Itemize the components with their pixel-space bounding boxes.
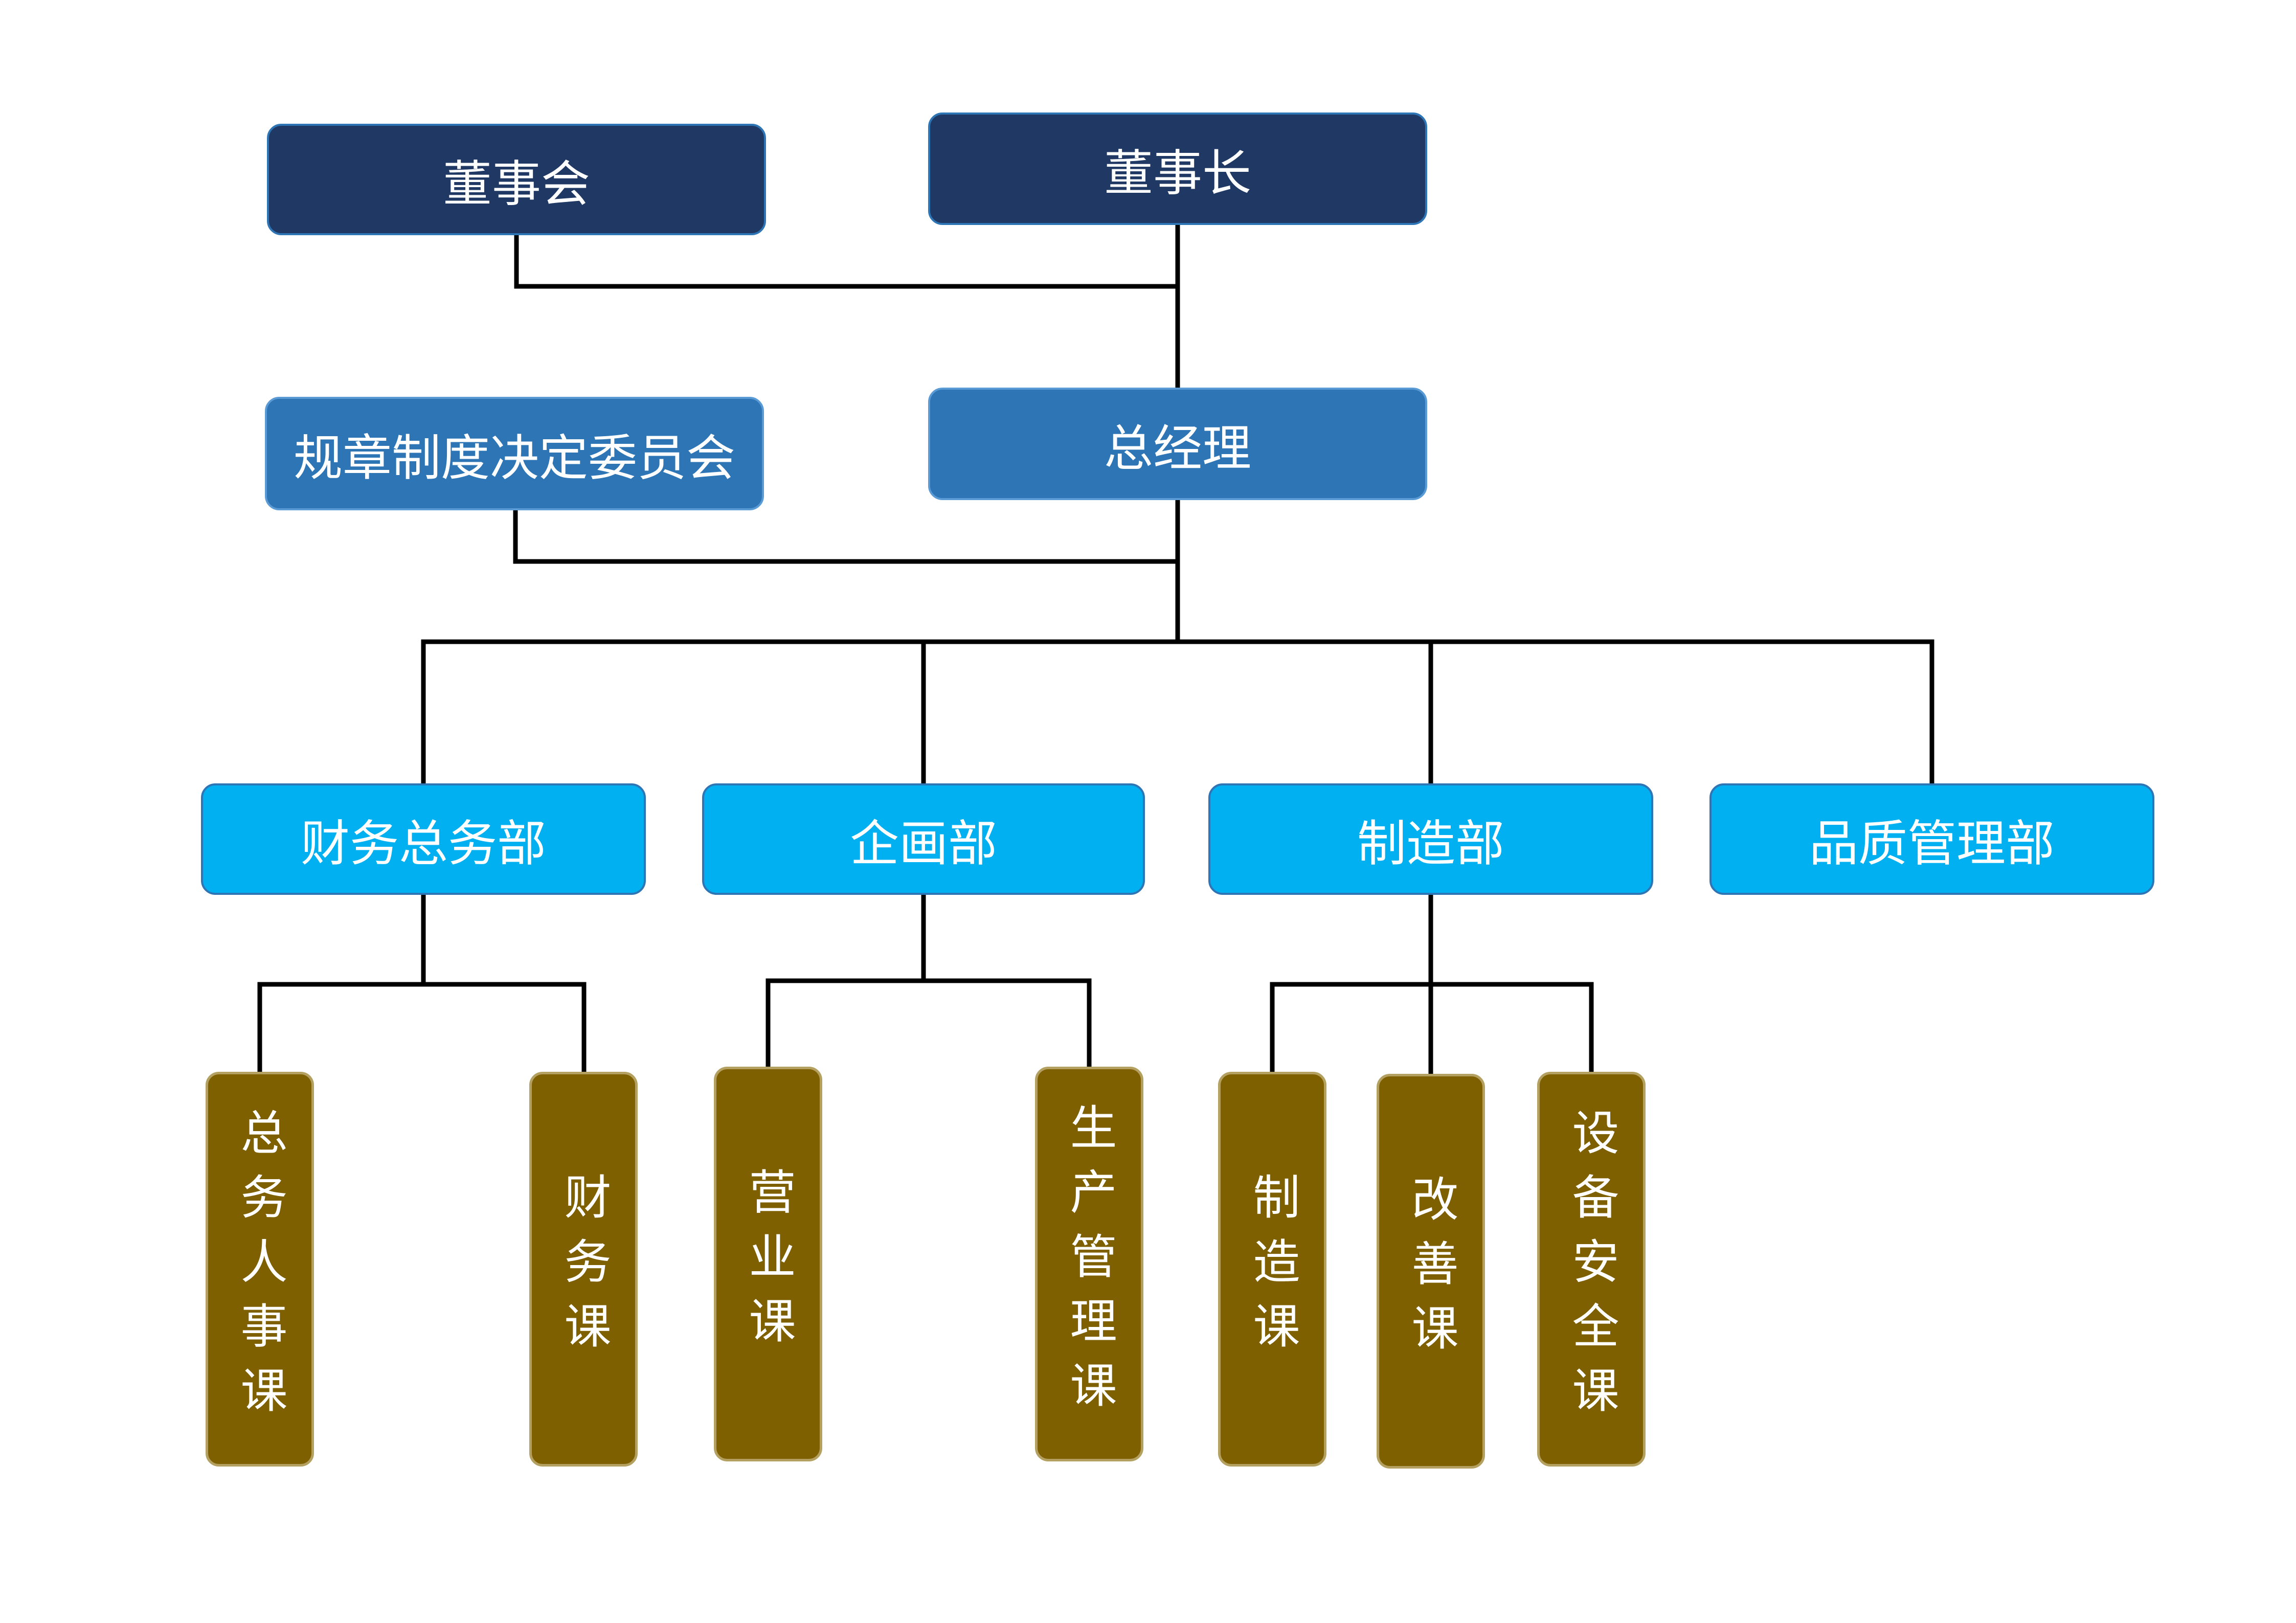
department-label: 品质管理部 <box>1809 815 2055 872</box>
section-general-hr[interactable]: 总务人事课 <box>206 1072 314 1467</box>
section-sales[interactable]: 营业课 <box>714 1067 822 1461</box>
section-production-mgmt[interactable]: 生产管理课 <box>1035 1067 1143 1461</box>
board-node[interactable]: 董事会 <box>267 124 766 235</box>
section-label: 营业课 <box>741 1167 796 1361</box>
rules-committee-node[interactable]: 规章制度决定委员会 <box>265 397 764 510</box>
section-label: 财务课 <box>556 1173 611 1366</box>
section-manufacturing[interactable]: 制造课 <box>1218 1072 1326 1467</box>
connector-manufacturing-sections <box>1270 892 1594 1075</box>
department-manufacturing[interactable]: 制造部 <box>1208 783 1653 895</box>
department-label: 企画部 <box>850 815 997 872</box>
department-label: 制造部 <box>1357 815 1504 872</box>
section-label: 制造课 <box>1245 1173 1300 1366</box>
department-label: 财务总务部 <box>301 815 546 872</box>
general-manager-node[interactable]: 总经理 <box>928 388 1427 500</box>
section-finance[interactable]: 财务课 <box>529 1072 638 1467</box>
department-planning[interactable]: 企画部 <box>702 783 1145 895</box>
connector-committee <box>513 508 1180 564</box>
connector-finance-sections <box>257 892 587 1075</box>
connector-board-chairman <box>514 233 1180 289</box>
board-label: 董事会 <box>443 155 590 213</box>
section-label: 生产管理课 <box>1062 1103 1117 1425</box>
section-improvement[interactable]: 改善课 <box>1377 1074 1485 1469</box>
connector-department-bus <box>421 639 1934 787</box>
section-label: 总务人事课 <box>233 1108 287 1430</box>
section-equipment-safety[interactable]: 设备安全课 <box>1537 1072 1646 1467</box>
chairman-node[interactable]: 董事长 <box>928 112 1427 225</box>
section-label: 设备安全课 <box>1564 1108 1619 1430</box>
department-finance-general[interactable]: 财务总务部 <box>201 783 646 895</box>
department-quality[interactable]: 品质管理部 <box>1709 783 2154 895</box>
section-label: 改善课 <box>1404 1175 1458 1368</box>
rules-committee-label: 规章制度决定委员会 <box>294 429 735 487</box>
connector-planning-sections <box>766 892 1092 1070</box>
general-manager-label: 总经理 <box>1104 419 1251 477</box>
chairman-label: 董事长 <box>1104 144 1251 202</box>
